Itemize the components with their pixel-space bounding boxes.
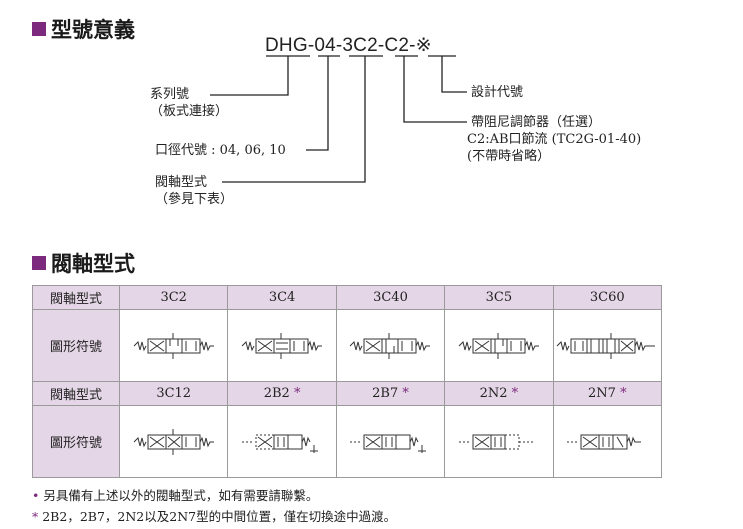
label-series: 系列號	[150, 87, 190, 102]
title-square-icon	[32, 22, 46, 36]
asterisk-mark: *	[32, 509, 39, 524]
note-middle-position: * 2B2，2B7，2N2以及2N7型的中間位置，僅在切換途中過渡。	[32, 506, 396, 525]
section-title-meaning: 型號意義	[32, 14, 135, 44]
valve-symbol-2n7	[567, 434, 642, 449]
table-row: 圖形符號	[32, 405, 663, 478]
row-label-symbol: 圖形符號	[32, 405, 120, 478]
spool-cell-2n2: 2N2 *	[444, 381, 554, 406]
label-damper-omit: (不帶時省略）	[467, 149, 551, 164]
section-title-spool: 閥軸型式	[32, 248, 135, 278]
symbol-3c2-cell	[118, 309, 229, 382]
row-label-symbol: 圖形符號	[32, 309, 120, 382]
valve-symbol-3c2	[133, 332, 214, 359]
symbol-3c12-cell	[118, 405, 229, 478]
valve-symbol-3c5	[458, 332, 539, 359]
spool-cell-3c2: 3C2	[118, 285, 229, 310]
label-damper: 帶阻尼調節器（任選）	[471, 115, 602, 130]
valve-symbol-3c4	[241, 332, 323, 359]
note-text: 2B2，2B7，2N2以及2N7型的中間位置，僅在切換途中過渡。	[42, 509, 397, 524]
spool-cell-3c12: 3C12	[118, 381, 229, 406]
bullet-mark: •	[32, 488, 40, 503]
model-code: DHG-04-3C2-C2-※	[265, 35, 432, 56]
symbol-2n2-cell	[444, 405, 554, 478]
label-design-code: 設計代號	[471, 85, 524, 100]
label-series-note: （板式連接）	[150, 104, 229, 119]
note-text: 另具備有上述以外的閥軸型式，如有需要請聯繫。	[43, 488, 319, 503]
symbol-3c60-cell	[552, 309, 663, 382]
symbol-3c40-cell	[335, 309, 446, 382]
symbol-2b2-cell	[227, 405, 337, 478]
symbol-3c5-cell	[444, 309, 554, 382]
valve-symbol-2b2	[242, 434, 319, 453]
label-spool-note: （參見下表）	[155, 192, 234, 207]
symbol-3c4-cell	[227, 309, 337, 382]
spool-cell-3c40: 3C40	[335, 285, 446, 310]
symbol-2b7-cell	[335, 405, 446, 478]
spool-cell-3c60: 3C60	[552, 285, 663, 310]
valve-symbol-3c40	[350, 332, 431, 359]
spool-type-table: 閥軸型式 3C2 3C4 3C40 3C5 3C60 圖形符號 閥軸型式 3C1…	[32, 285, 663, 478]
section-title-spool-text: 閥軸型式	[51, 252, 135, 276]
label-diameter: 口徑代號 : 04, 06, 10	[155, 143, 286, 158]
title-square-icon	[32, 256, 46, 270]
table-row: 閥軸型式 3C2 3C4 3C40 3C5 3C60	[32, 285, 663, 310]
row-label-spool-type: 閥軸型式	[32, 381, 120, 406]
section-title-meaning-text: 型號意義	[51, 18, 135, 42]
table-row: 閥軸型式 3C12 2B2 * 2B7 * 2N2 * 2N7 *	[32, 381, 663, 406]
spool-cell-2b7: 2B7 *	[335, 381, 446, 406]
valve-symbol-3c12	[133, 428, 214, 455]
valve-symbol-2b7	[350, 434, 427, 453]
spool-cell-3c4: 3C4	[227, 285, 337, 310]
symbol-2n7-cell	[552, 405, 663, 478]
valve-symbol-2n2	[458, 434, 535, 449]
valve-symbol-3c60	[556, 332, 656, 359]
spool-cell-2n7: 2N7 *	[552, 381, 663, 406]
note-other-types: • 另具備有上述以外的閥軸型式，如有需要請聯繫。	[32, 485, 318, 504]
spool-cell-2b2: 2B2 *	[227, 381, 337, 406]
label-damper-c2: C2:AB口節流 (TC2G-01-40)	[467, 132, 642, 147]
table-row: 圖形符號	[32, 309, 663, 382]
spool-cell-3c5: 3C5	[444, 285, 554, 310]
label-spool-type: 閥軸型式	[155, 175, 208, 190]
row-label-spool-type: 閥軸型式	[32, 285, 120, 310]
